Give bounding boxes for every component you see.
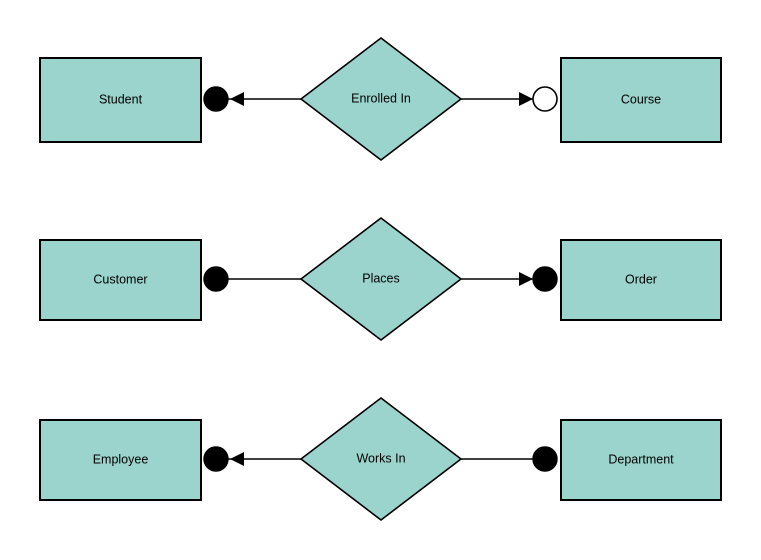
cardinality-filled-circle-icon [203, 446, 229, 472]
entity-label-student: Student [99, 92, 143, 106]
arrowhead-right-icon [519, 272, 533, 286]
arrowhead-right-icon [519, 92, 533, 106]
relationship-label-enrolled-in: Enrolled In [351, 91, 411, 105]
entity-box-employee[interactable] [39, 419, 202, 501]
cardinality-filled-circle-icon [203, 86, 229, 112]
arrowhead-left-icon [230, 92, 244, 106]
entity-label-customer: Customer [93, 272, 147, 286]
entity-box-course[interactable] [560, 57, 722, 143]
relationship-group-places: Customer Places Order [39, 216, 722, 342]
entity-label-employee: Employee [93, 452, 149, 466]
entity-label-order: Order [625, 272, 657, 286]
entity-box-department[interactable] [560, 419, 722, 501]
relationship-label-places: Places [362, 271, 400, 285]
relationship-group-works-in: Employee Works In Department [39, 396, 722, 522]
entity-box-order[interactable] [560, 239, 722, 321]
relationship-group-enrolled-in: Student Enrolled In Course [39, 36, 722, 162]
relationship-diamond-works-in[interactable] [299, 396, 463, 522]
cardinality-filled-circle-icon [532, 446, 558, 472]
relationship-label-works-in: Works In [356, 451, 405, 465]
relationship-diamond-places[interactable] [299, 216, 463, 342]
entity-box-student[interactable] [39, 57, 202, 143]
cardinality-filled-circle-icon [532, 266, 558, 292]
entity-label-course: Course [621, 92, 661, 106]
cardinality-hollow-circle-icon [532, 86, 558, 112]
entity-box-customer[interactable] [39, 239, 202, 321]
entity-label-department: Department [608, 452, 674, 466]
relationship-diamond-enrolled-in[interactable] [299, 36, 463, 162]
arrowhead-left-icon [230, 452, 244, 466]
cardinality-filled-circle-icon [203, 266, 229, 292]
